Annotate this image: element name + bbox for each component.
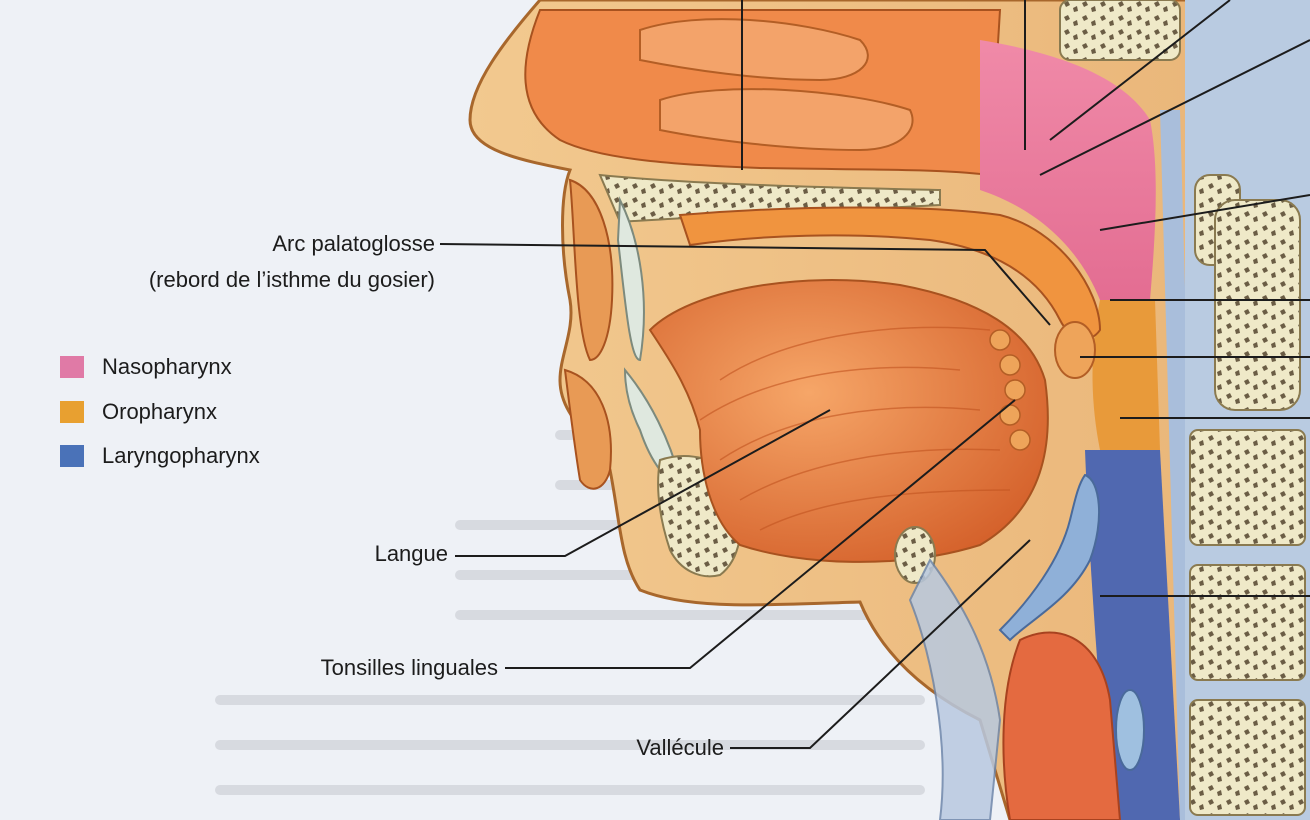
oropharynx-region [1093, 300, 1161, 450]
legend-label-nasopharynx: Nasopharynx [102, 354, 232, 380]
legend-label-oropharynx: Oropharynx [102, 399, 217, 425]
legend-swatch-laryngopharynx [60, 445, 84, 467]
label-tonsilles-linguales: Tonsilles linguales [250, 655, 498, 681]
label-vallecule: Vallécule [560, 735, 724, 761]
legend-swatch-nasopharynx [60, 356, 84, 378]
legend-label-laryngopharynx: Laryngopharynx [102, 443, 260, 469]
legend-item-oropharynx: Oropharynx [60, 399, 217, 425]
legend-item-laryngopharynx: Laryngopharynx [60, 443, 260, 469]
legend-item-nasopharynx: Nasopharynx [60, 354, 232, 380]
palatine-tonsil [1055, 322, 1095, 378]
label-arc-palatoglosse-sub: (rebord de l’isthme du gosier) [60, 267, 435, 293]
label-arc-palatoglosse: Arc palatoglosse [150, 231, 435, 257]
label-langue: Langue [300, 541, 448, 567]
laryngeal-cartilage [1116, 690, 1144, 770]
legend-swatch-oropharynx [60, 401, 84, 423]
